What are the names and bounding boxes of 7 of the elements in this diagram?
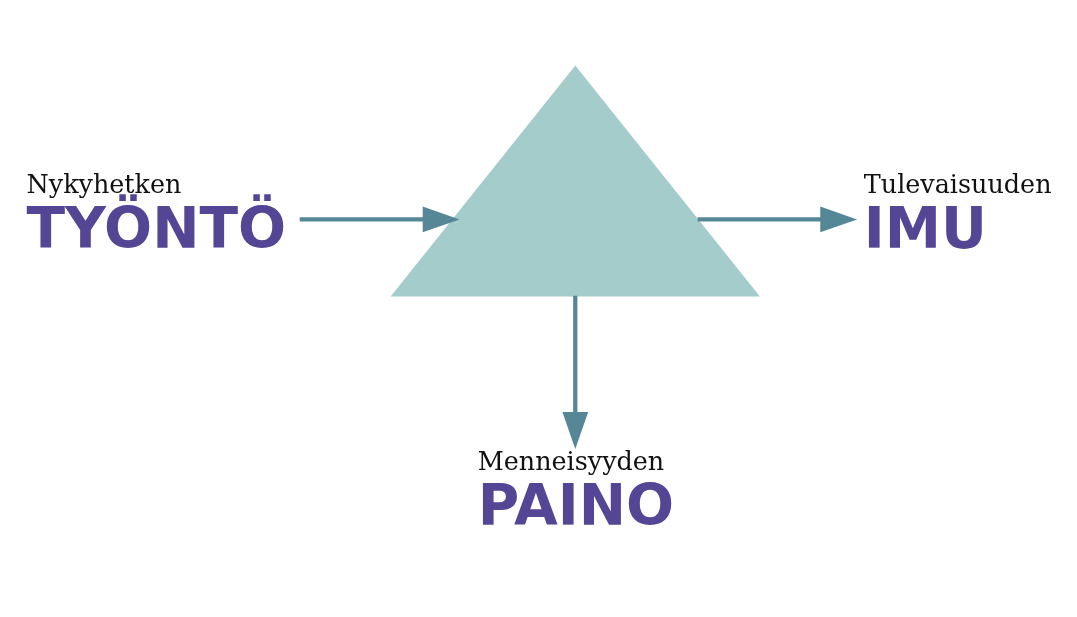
node-text: Nykyhetken TYÖNTÖ: [26, 169, 287, 261]
node-triangle: [390, 65, 760, 297]
arrow: [697, 206, 858, 233]
node-text: Tulevaisuuden IMU: [863, 169, 1052, 261]
arrow: [562, 295, 589, 449]
node-text: Menneisyyden PAINO: [477, 446, 675, 538]
arrow: [299, 206, 460, 233]
